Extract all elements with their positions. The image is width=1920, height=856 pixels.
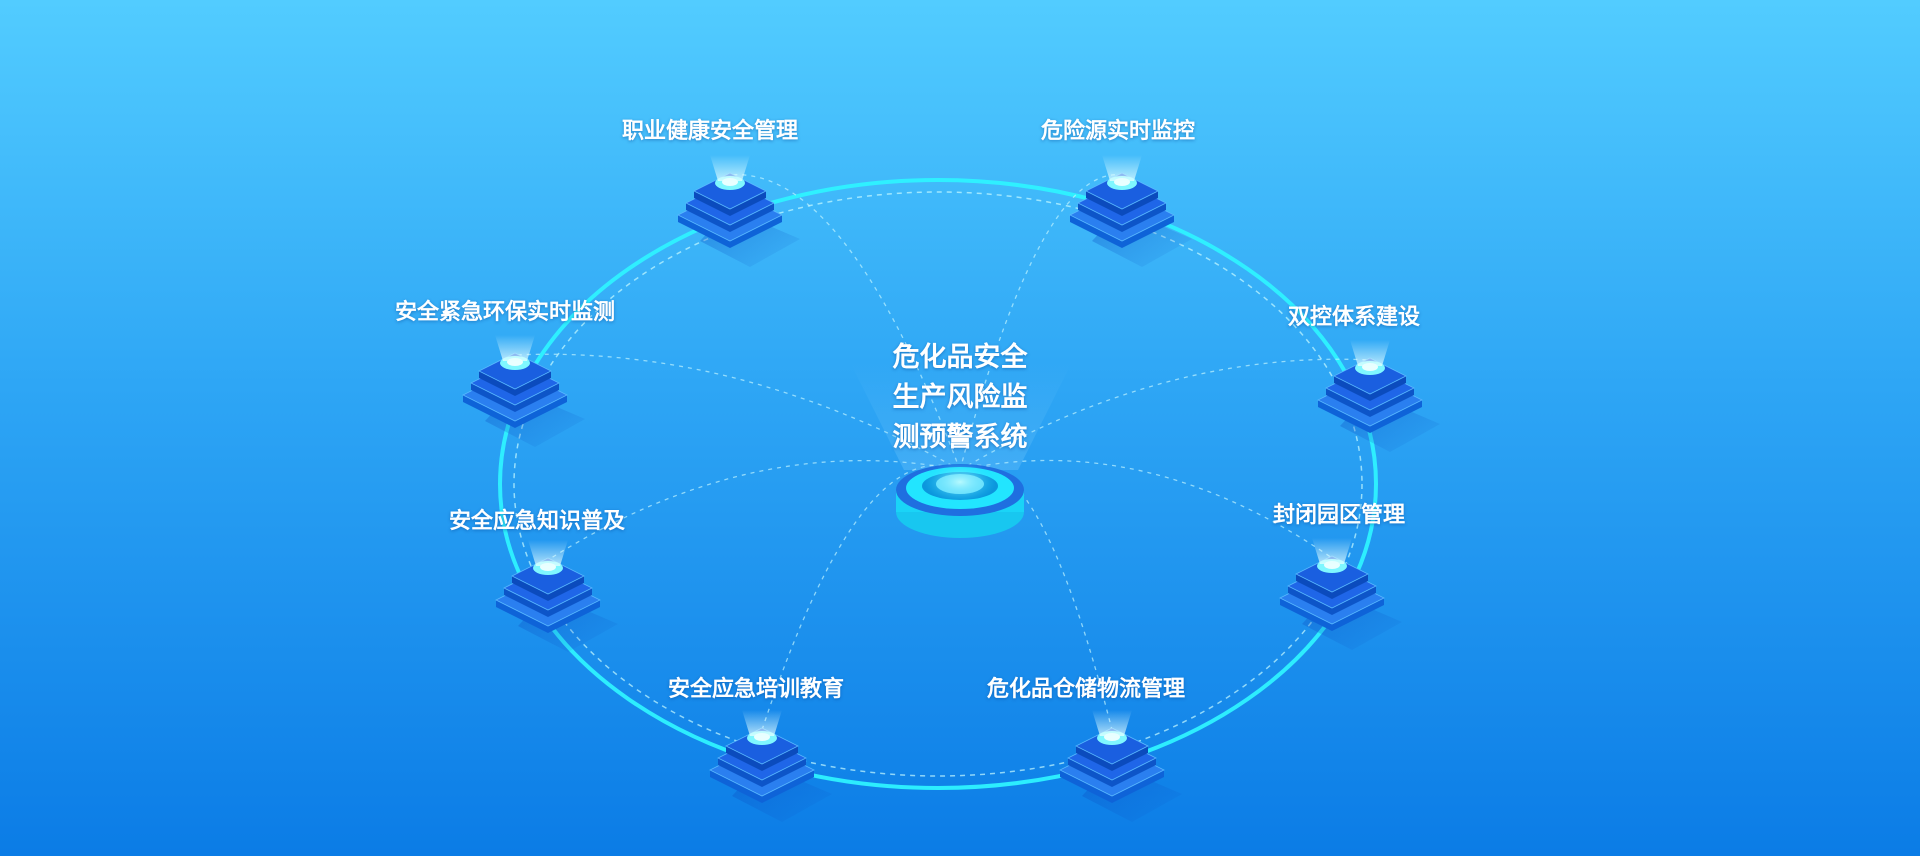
connector-line-closed-park <box>959 459 1333 559</box>
center-title-line: 危化品安全 <box>892 342 1028 373</box>
center-beam <box>850 362 1072 470</box>
center-title: 危化品安全 生产风险监 测预警系统 <box>893 338 1028 458</box>
node-label-safety-env[interactable]: 安全紧急环保实时监测 <box>394 300 616 325</box>
node-label-occupational-health[interactable]: 职业健康安全管理 <box>621 119 799 144</box>
node-platforms <box>462 155 1440 822</box>
outer-ring <box>498 178 1378 790</box>
node-label-closed-park[interactable]: 封闭园区管理 <box>1272 503 1406 528</box>
layer-stack-icon[interactable] <box>709 710 832 822</box>
layer-stack-icon[interactable] <box>1279 538 1402 650</box>
layer-stack-icon[interactable] <box>1059 710 1182 822</box>
layer-stack-icon[interactable] <box>462 335 585 447</box>
layer-stack-icon[interactable] <box>1317 340 1440 452</box>
node-label-dual-control[interactable]: 双控体系建设 <box>1287 305 1421 330</box>
center-title-line: 生产风险监 <box>892 382 1028 413</box>
connector-line-safety-env <box>514 353 961 471</box>
layer-stack-icon[interactable] <box>495 540 618 652</box>
node-label-hazard-source[interactable]: 危险源实时监控 <box>1040 119 1196 144</box>
inner-dashed-ring <box>513 191 1363 777</box>
center-title-line: 测预警系统 <box>892 422 1028 453</box>
node-label-knowledge[interactable]: 安全应急知识普及 <box>448 509 626 534</box>
node-label-training[interactable]: 安全应急培训教育 <box>667 677 845 702</box>
layer-stack-icon[interactable] <box>1069 155 1192 267</box>
center-hub-icon <box>896 462 1024 538</box>
connector-line-training <box>761 464 961 731</box>
layer-stack-icon[interactable] <box>677 155 800 267</box>
node-label-logistics[interactable]: 危化品仓储物流管理 <box>986 677 1186 702</box>
